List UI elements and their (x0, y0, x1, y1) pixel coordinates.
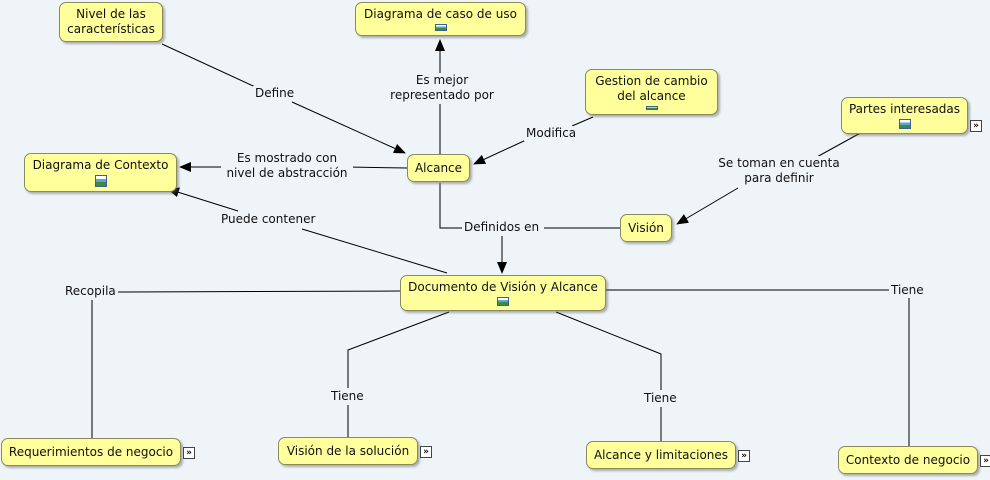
link-label-tiene-contexto: Tiene (889, 283, 926, 298)
image-icon[interactable] (434, 24, 447, 31)
image-icon[interactable] (898, 119, 911, 129)
link-label-tiene-solucion: Tiene (329, 389, 366, 404)
node-vision-label: Visión (628, 220, 664, 235)
node-nivel-caracteristicas-label: Nivel de las características (67, 7, 155, 36)
node-vision-solucion[interactable]: Visión de la solución » (278, 437, 432, 465)
link-label-puede-contener: Puede contener (219, 212, 318, 227)
node-documento-vision-alcance-label: Documento de Visión y Alcance (408, 280, 598, 294)
node-diagrama-caso-uso[interactable]: Diagrama de caso de uso (355, 2, 526, 36)
expand-icon[interactable]: » (420, 446, 432, 458)
node-gestion-cambio[interactable]: Gestion de cambio del alcance (585, 69, 718, 115)
link-label-define: Define (253, 86, 297, 101)
node-vision-solucion-label: Visión de la solución (286, 443, 410, 458)
link-label-tiene-limitaciones: Tiene (642, 391, 679, 406)
link-line-modifica-alcance (473, 139, 527, 165)
link-label-modifica: Modifica (524, 126, 579, 141)
link-line-partes-setoman (814, 130, 865, 159)
link-label-recopila: Recopila (63, 284, 118, 299)
node-documento-vision-alcance[interactable]: Documento de Visión y Alcance (400, 275, 606, 311)
link-line-alcance-esmostrado (346, 166, 408, 169)
link-label-es-mostrado-text: Es mostrado con nivel de abstracción (226, 151, 348, 180)
node-diagrama-contexto-label: Diagrama de Contexto (32, 158, 169, 172)
node-gestion-cambio-label: Gestion de cambio del alcance (595, 74, 708, 103)
expand-icon[interactable]: » (970, 120, 982, 132)
node-alcance[interactable]: Alcance (407, 154, 470, 182)
link-label-definidos-en: Definidos en (462, 220, 542, 235)
link-line-documento-recopila (117, 290, 401, 293)
link-label-se-toman: Se toman en cuenta para definir (711, 156, 847, 186)
link-line-nivel-define (161, 43, 263, 91)
link-line-documento-tiene-solucion (347, 311, 450, 388)
node-partes-interesadas[interactable]: Partes interesadas » (841, 97, 982, 134)
link-label-es-mostrado: Es mostrado con nivel de abstracción (221, 151, 353, 181)
expand-icon[interactable]: » (980, 455, 990, 467)
link-label-es-mejor-text: Es mejor representado por (390, 73, 494, 102)
node-requerimientos-negocio-label: Requerimientos de negocio (8, 444, 174, 459)
node-alcance-limitaciones-label: Alcance y limitaciones (593, 447, 729, 462)
node-requerimientos-negocio[interactable]: Requerimientos de negocio » (1, 438, 195, 466)
link-line-documento-puedecontener (301, 228, 448, 274)
node-contexto-negocio[interactable]: Contexto de negocio » (838, 446, 990, 474)
image-icon[interactable] (645, 106, 658, 110)
node-partes-interesadas-label: Partes interesadas (848, 102, 961, 116)
link-line-setoman-vision (676, 187, 739, 225)
link-label-se-toman-text: Se toman en cuenta para definir (718, 156, 840, 185)
link-line-alcance-definidos (439, 183, 462, 229)
node-contexto-negocio-label: Contexto de negocio (845, 452, 971, 467)
image-icon[interactable] (497, 297, 509, 306)
link-line-documento-tiene-limitaciones (555, 311, 662, 390)
link-line-define-alcance (291, 101, 406, 154)
expand-icon[interactable]: » (738, 450, 750, 462)
link-line-gestion-modifica (571, 116, 594, 127)
link-label-es-mejor: Es mejor representado por (383, 73, 501, 103)
image-icon[interactable] (94, 175, 107, 187)
node-diagrama-caso-uso-label: Diagrama de caso de uso (364, 7, 517, 21)
node-alcance-label: Alcance (414, 160, 463, 175)
node-vision[interactable]: Visión (620, 214, 672, 242)
node-nivel-caracteristicas[interactable]: Nivel de las características (59, 2, 163, 42)
node-alcance-limitaciones[interactable]: Alcance y limitaciones » (586, 441, 750, 469)
link-line-puedecontener-contexto (167, 187, 239, 212)
expand-icon[interactable]: » (183, 447, 195, 459)
node-diagrama-contexto[interactable]: Diagrama de Contexto (24, 153, 177, 192)
